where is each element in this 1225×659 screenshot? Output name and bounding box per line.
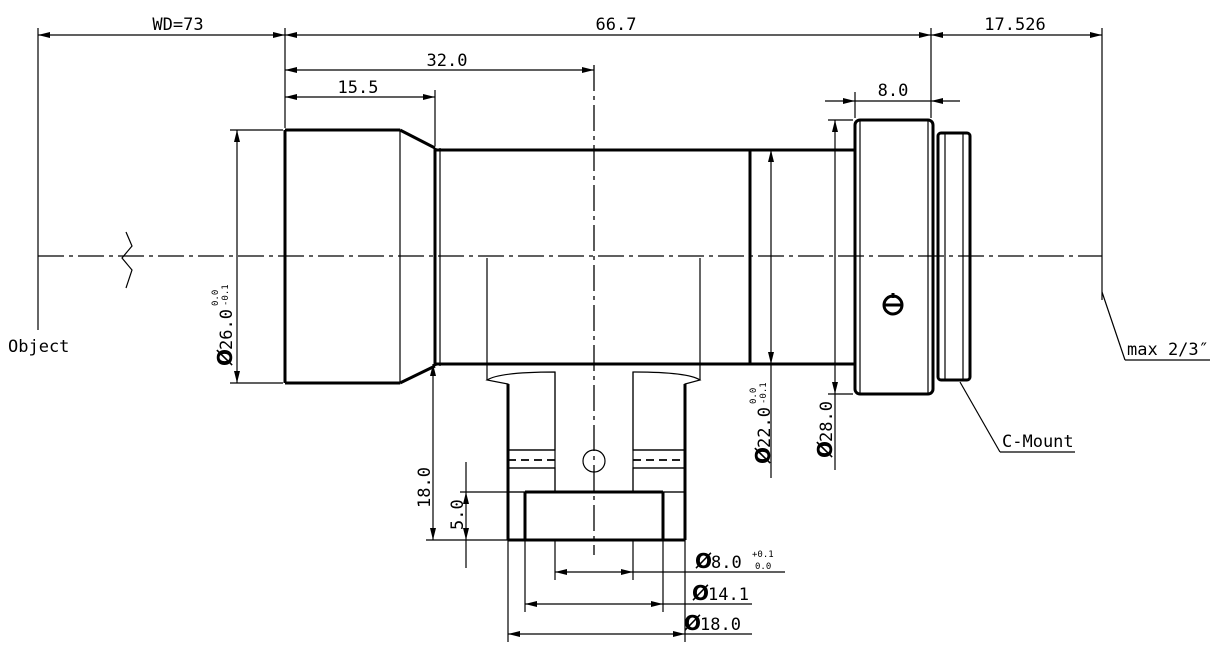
- tol-dia22-lower: -0.1: [759, 382, 769, 404]
- dim-text-8: 8.0: [878, 81, 909, 101]
- dim-text-28: 28.0: [817, 401, 837, 442]
- dim-text-dia141: 14.1: [708, 585, 749, 605]
- c-mount-thread: [936, 131, 972, 382]
- dim-text-dia22: 22.0: [755, 407, 775, 448]
- dim-text-dia18: 18.0: [700, 615, 741, 635]
- front-barrel: [283, 128, 441, 385]
- rear-ring: [853, 118, 935, 396]
- dia22-symbol: Ø: [751, 447, 775, 464]
- dim-text-32: 32.0: [427, 51, 468, 71]
- object-label: Object: [8, 337, 69, 357]
- dim-text-flange: 17.526: [984, 15, 1045, 35]
- tol-dia22-upper: 0.0: [749, 388, 759, 404]
- dia18-symbol: Ø: [684, 611, 701, 635]
- main-tube: [435, 148, 855, 380]
- tol-dia8-upper: +0.1: [752, 550, 774, 560]
- dim-text-5: 5.0: [448, 499, 468, 530]
- dim-text-155: 15.5: [338, 78, 379, 98]
- locking-screw-symbol: [882, 293, 904, 316]
- side-mount-section: [485, 371, 702, 542]
- dim-text-dia26: 26.0: [217, 309, 237, 350]
- dia26-symbol: Ø: [213, 349, 237, 366]
- dim-text-dia8: 8.0: [711, 553, 742, 573]
- dim-text-length: 66.7: [596, 15, 637, 35]
- max-sensor-label: max 2/3″: [1127, 340, 1209, 360]
- axis-break-mark: [121, 231, 133, 289]
- dia28-symbol: Ø: [813, 441, 837, 458]
- dim-text-18: 18.0: [415, 467, 435, 508]
- dia8-symbol: Ø: [695, 549, 712, 573]
- sensor-leader: [1101, 291, 1126, 361]
- c-mount-leader: [959, 381, 1001, 453]
- c-mount-label: C-Mount: [1002, 432, 1074, 452]
- tol-dia26-upper: 0.0: [211, 290, 221, 306]
- dia141-symbol: Ø: [692, 581, 709, 605]
- tol-dia26-lower: -0.1: [221, 284, 231, 306]
- tol-dia8-lower: 0.0: [755, 562, 771, 572]
- dim-text-wd: WD=73: [152, 15, 203, 35]
